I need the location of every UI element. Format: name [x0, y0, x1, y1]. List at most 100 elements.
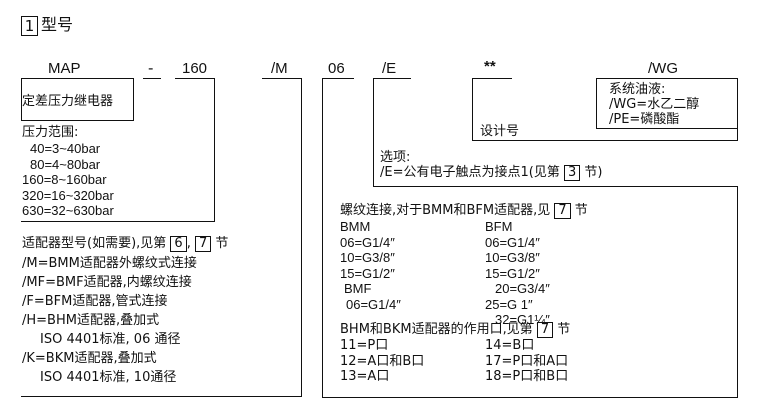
thread-row: BMM BFM [340, 219, 640, 235]
option-title: 选项: [380, 150, 411, 165]
section-number: 1 [21, 16, 38, 36]
thread-bfm-cell: 06=G1/4″ [485, 234, 540, 250]
code-fluid: /WG [648, 60, 678, 77]
thread-row: 06=G1/4″25=G 1″ [340, 297, 640, 313]
ports-cell: 12=A口和B口 [340, 353, 425, 369]
option-text: /E=公有电子触点为接点1(见第 [380, 165, 560, 180]
thread-row: 06=G1/4″ 06=G1/4″ [340, 235, 640, 251]
thread-bmf-cell: BMF [344, 281, 372, 296]
adapter-line: /M=BMM适配器外螺纹式连接 [22, 256, 197, 271]
adapter-bracket-vertical [301, 78, 302, 396]
code-pressure: 160 [182, 60, 208, 77]
adapter-line: /F=BFM适配器,管式连接 [22, 294, 168, 309]
adapter-list: /M=BMM适配器外螺纹式连接 /MF=BMF适配器,内螺纹连接 /F=BFM适… [22, 254, 197, 387]
code-design: ** [484, 58, 496, 75]
pressure-item: 80=4~80bar [30, 156, 101, 172]
adapter-ref-7: 7 [194, 236, 212, 252]
code-option-underline [373, 78, 411, 79]
code-dash-underline [143, 78, 161, 79]
relay-label: 定差压力继电器 [22, 94, 114, 109]
thread-title-text: 螺纹连接,对于BMM和BFM适配器,见 [340, 203, 551, 218]
relay-box-left [21, 78, 22, 120]
adapter-title-end: 节 [215, 236, 229, 251]
code-thread: 06 [328, 60, 345, 77]
adapter-title: 适配器型号(如需要),见第 6, 7 节 [22, 236, 228, 252]
adapter-title-text: 适配器型号(如需要),见第 [22, 236, 167, 251]
design-label: 设计号 [480, 124, 520, 139]
adapter-ref-6: 6 [170, 236, 187, 252]
code-thread-underline [322, 78, 354, 79]
code-adapter-underline [262, 78, 302, 79]
thread-bmm-cell: 10=G3/8″ [340, 250, 395, 265]
code-map: MAP [48, 60, 81, 77]
option-bracket-left [373, 78, 374, 186]
code-option: /E [382, 60, 397, 77]
thread-row: 32=G1¼″ [340, 312, 640, 328]
pressure-bracket-vertical [214, 78, 215, 221]
thread-title: 螺纹连接,对于BMM和BFM适配器,见 7 节 [340, 203, 588, 219]
relay-box-right [133, 78, 134, 120]
thread-ref-7: 7 [554, 203, 571, 219]
ports-row: 12=A口和B口 17=P口和A口 [340, 354, 640, 370]
thread-bmm-cell: 06=G1/4″ [340, 234, 395, 250]
ports-title-end: 节 [557, 322, 571, 337]
thread-bfm-cell: 32=G1¼″ [495, 312, 550, 327]
relay-box-bottom [21, 120, 134, 121]
pressure-item: 40=3~40bar [30, 141, 101, 156]
fluid-item-wg: /WG=水乙二醇 [609, 97, 700, 112]
code-design-underline [472, 78, 512, 79]
thread-bfm-cell: 10=G3/8″ [485, 250, 540, 265]
thread-bfm-cell: BFM [485, 219, 513, 234]
ports-ref-7: 7 [536, 322, 554, 338]
thread-bracket-right [737, 186, 738, 398]
adapter-sep: , [186, 236, 191, 251]
pressure-item: 320=16~320bar [22, 187, 114, 203]
ports-cell: 14=B口 [485, 338, 535, 353]
ports-title: BHM和BKM适配器的作用口,见第 7 节 [340, 322, 570, 338]
pressure-bracket-bottom [21, 221, 215, 222]
fluid-item-pe: /PE=磷酸酯 [609, 112, 680, 127]
ports-row: 13=A口 18=P口和B口 [340, 369, 640, 385]
ports-row: 11=P口 14=B口 [340, 338, 640, 354]
fluid-title: 系统油液: [609, 82, 666, 97]
pressure-list: 40=3~40bar 80=4~80bar 160=8~160bar 320=1… [22, 141, 114, 219]
code-dash: - [148, 59, 154, 77]
thread-bmf-cell: 06=G1/4″ [346, 296, 401, 312]
thread-bmm-cell: 15=G1/2″ [340, 265, 395, 281]
option-bracket-bottom [373, 186, 738, 187]
thread-bracket-left [322, 78, 323, 398]
ports-cell: 13=A口 [340, 369, 390, 384]
ports-cell: 18=P口和B口 [485, 369, 569, 384]
code-adapter: /M [271, 60, 288, 77]
adapter-bracket-bottom [21, 396, 302, 397]
adapter-line: /K=BKM适配器,叠加式 [22, 351, 157, 366]
thread-row: 15=G1/2″ 15=G1/2″ [340, 266, 640, 282]
ports-cell: 11=P口 [340, 338, 389, 353]
ports-cell: 17=P口和A口 [485, 353, 569, 369]
pressure-item: 160=8~160bar [22, 172, 107, 187]
design-bracket-right [737, 128, 738, 141]
thread-bfm-cell: 15=G1/2″ [485, 265, 540, 281]
adapter-line: ISO 4401标准, 10通径 [40, 370, 177, 385]
adapter-line: /MF=BMF适配器,内螺纹连接 [22, 275, 192, 290]
option-text-end: 节) [584, 165, 603, 180]
code-pressure-underline [175, 78, 215, 79]
section-title: 型号 [41, 15, 74, 34]
adapter-line: /H=BHM适配器,叠加式 [22, 313, 160, 328]
thread-bracket-bottom [322, 397, 737, 398]
code-map-underline [21, 78, 133, 79]
thread-row: 10=G3/8″ 10=G3/8″ [340, 250, 640, 266]
fluid-box-bottom [596, 128, 738, 129]
code-fluid-underline [596, 78, 738, 79]
thread-bmm-cell: BMM [340, 219, 371, 234]
adapter-line: ISO 4401标准, 06 通径 [40, 332, 181, 347]
ports-title-text: BHM和BKM适配器的作用口,见第 [340, 322, 533, 337]
fluid-box-right [737, 78, 738, 128]
option-line: /E=公有电子触点为接点1(见第 3 节) [380, 165, 602, 181]
ports-table: 11=P口 14=B口 12=A口和B口 17=P口和A口 13=A口 18=P口和B… [340, 338, 640, 385]
fluid-box-left [596, 78, 597, 128]
design-bracket-left [472, 78, 473, 140]
thread-title-end: 节 [574, 203, 588, 218]
